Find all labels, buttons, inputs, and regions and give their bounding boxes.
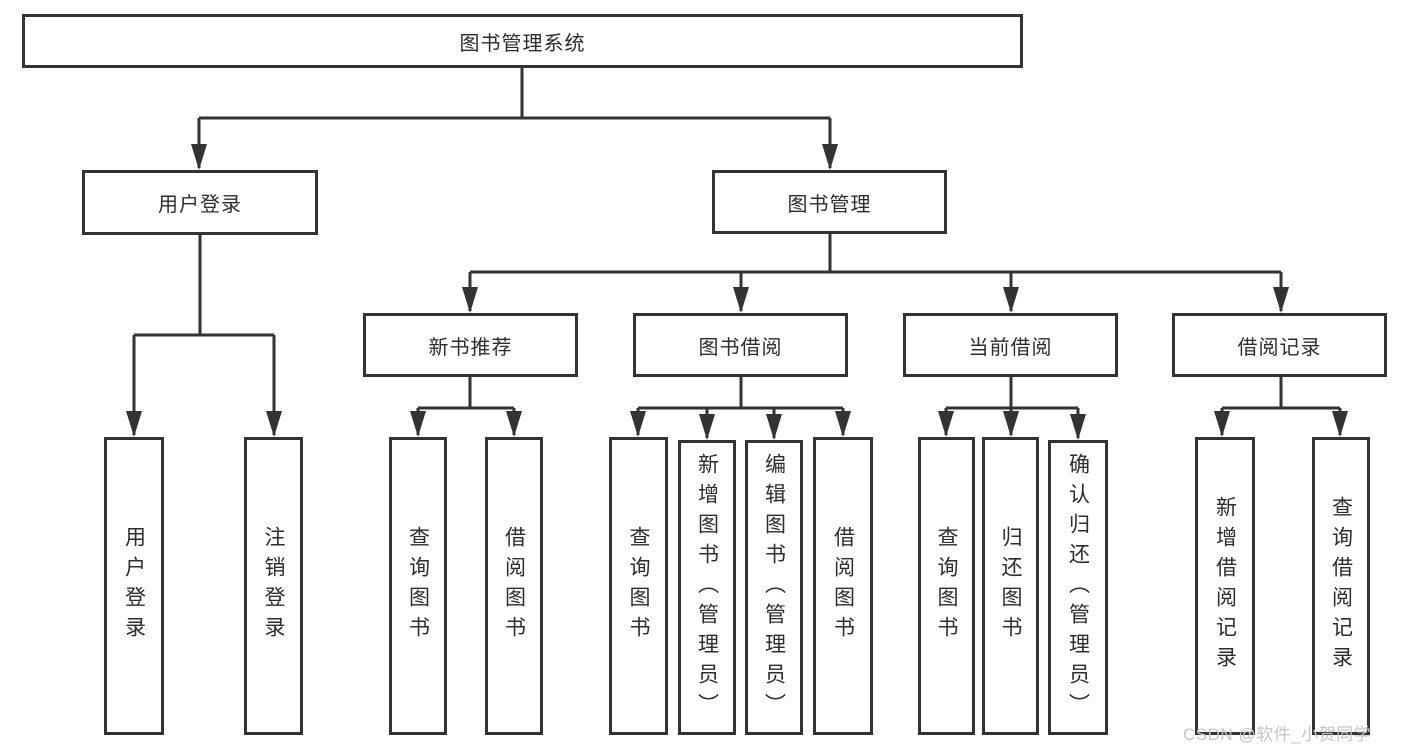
leaf-logout: 注销登录 [244, 437, 303, 735]
arrow-down-icon [835, 411, 851, 437]
edge-bookmgmt-to-level3 [468, 234, 1283, 311]
node-label: 注销登录 [262, 526, 285, 646]
node-label: 确认归还（管理员） [1066, 452, 1090, 723]
node-label: 查询图书 [627, 526, 650, 646]
node-label: 归还图书 [999, 526, 1022, 646]
node-label: 图书借阅 [698, 336, 783, 359]
arrow-down-icon [1332, 411, 1348, 437]
arrow-down-icon [822, 144, 838, 170]
edge-root-to-level2 [197, 68, 832, 168]
arrow-down-icon [766, 414, 782, 440]
node-label: 用户登录 [122, 526, 146, 646]
edge-borrowrecord-to-leaves [1220, 377, 1342, 435]
leaf-query-book-2: 查询图书 [609, 437, 668, 735]
node-borrow-record: 借阅记录 [1172, 313, 1387, 377]
leaf-query-book-3: 查询图书 [918, 437, 975, 735]
arrow-down-icon [1273, 287, 1289, 313]
arrow-down-icon [410, 411, 426, 437]
arrow-down-icon [506, 411, 522, 437]
node-current-borrow: 当前借阅 [903, 313, 1118, 377]
node-label: 查询图书 [406, 526, 430, 646]
node-book-borrow: 图书借阅 [633, 313, 848, 377]
node-label: 新增借阅记录 [1213, 496, 1237, 676]
edge-newbook-to-leaves [416, 377, 516, 435]
leaf-confirm-return-admin: 确认归还（管理员） [1048, 440, 1108, 735]
node-label: 借阅图书 [831, 526, 855, 646]
node-label: 新增图书（管理员） [695, 452, 719, 723]
watermark: CSDN @软件_小贺同学 [1183, 725, 1372, 744]
leaf-borrow-book-2: 借阅图书 [813, 437, 873, 735]
node-label: 编辑图书（管理员） [762, 452, 786, 723]
node-label: 用户登录 [158, 194, 242, 216]
arrow-down-icon [266, 411, 282, 437]
leaf-user-login: 用户登录 [104, 437, 164, 735]
arrow-down-icon [630, 411, 646, 437]
node-root-system: 图书管理系统 [22, 14, 1023, 68]
arrow-down-icon [1003, 411, 1019, 437]
leaf-add-book-admin: 新增图书（管理员） [678, 440, 736, 735]
node-new-book-recommend: 新书推荐 [363, 313, 578, 377]
node-label: 图书管理 [787, 193, 872, 216]
edge-bookborrow-to-leaves [636, 377, 845, 438]
arrow-down-icon [699, 414, 715, 440]
node-label: 查询图书 [935, 526, 958, 646]
leaf-return-book: 归还图书 [982, 437, 1039, 735]
node-user-login: 用户登录 [82, 170, 318, 235]
arrow-down-icon [938, 411, 954, 437]
node-label: 借阅图书 [502, 526, 526, 646]
node-label: 查询借阅记录 [1329, 496, 1353, 676]
node-label: 图书管理系统 [459, 32, 586, 55]
arrow-down-icon [462, 287, 478, 313]
node-label: 借阅记录 [1237, 336, 1322, 359]
arrowheads [126, 144, 1348, 440]
arrow-down-icon [733, 287, 749, 313]
leaf-edit-book-admin: 编辑图书（管理员） [745, 440, 803, 735]
node-book-management: 图书管理 [712, 170, 947, 234]
node-label: 当前借阅 [968, 336, 1053, 359]
arrow-down-icon [1070, 414, 1086, 440]
arrow-down-icon [191, 144, 207, 170]
leaf-query-book-1: 查询图书 [389, 437, 447, 735]
node-label: 新书推荐 [428, 336, 513, 359]
leaf-query-borrow-record: 查询借阅记录 [1312, 437, 1370, 735]
leaf-borrow-book-1: 借阅图书 [485, 437, 543, 735]
edge-userlogin-to-leaves [132, 235, 276, 435]
arrow-down-icon [126, 411, 142, 437]
leaf-add-borrow-record: 新增借阅记录 [1195, 437, 1255, 735]
arrow-down-icon [1214, 411, 1230, 437]
arrow-down-icon [1003, 287, 1019, 313]
